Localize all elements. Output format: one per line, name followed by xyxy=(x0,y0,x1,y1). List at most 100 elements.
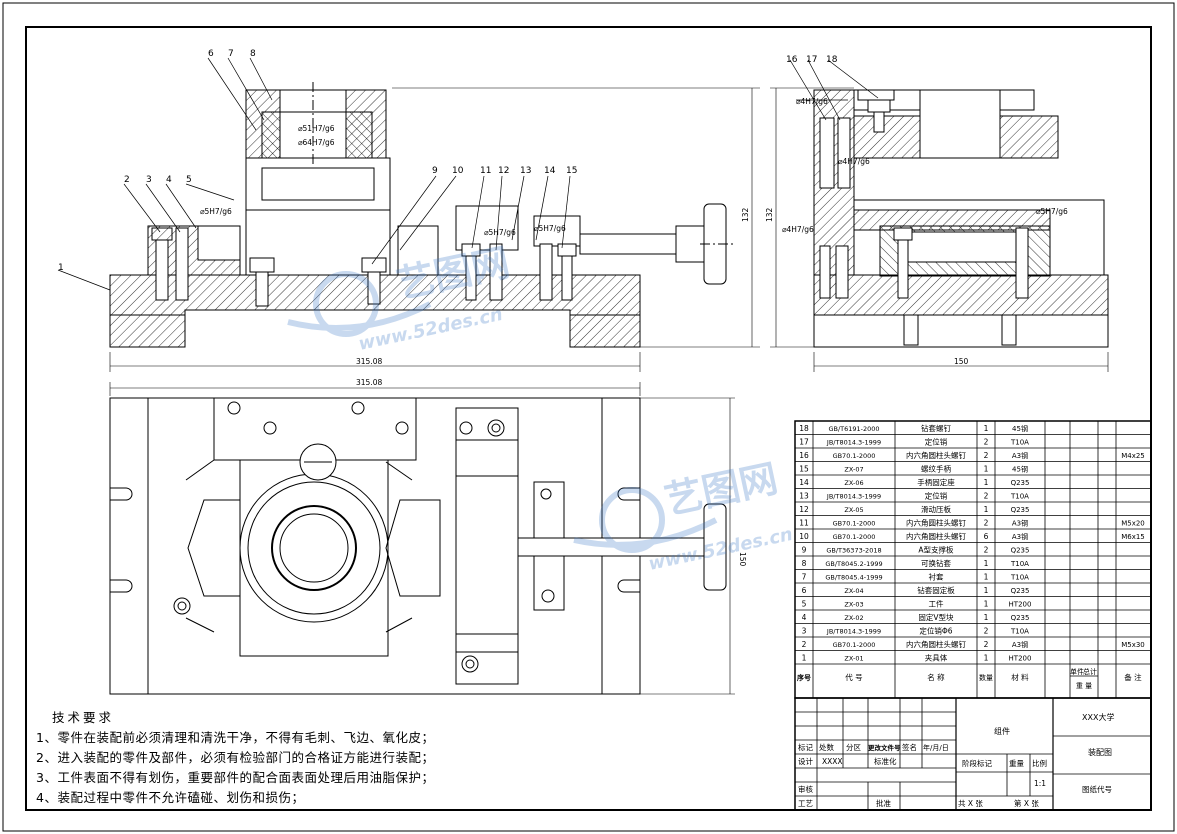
bom-qty: 2 xyxy=(984,627,989,636)
bom-header-no: 序号 xyxy=(796,673,811,682)
bom-name: 定位销 xyxy=(925,491,948,501)
top-view xyxy=(109,382,735,695)
bom-header-weight: 重 量 xyxy=(1076,682,1092,690)
callout-16: 16 xyxy=(786,55,798,65)
tb-designer: XXXX xyxy=(822,757,843,766)
callout-1: 1 xyxy=(58,263,64,273)
bom-code: GB70.1-2000 xyxy=(833,452,876,460)
fit-5b: ⌀5H7/g6 xyxy=(484,228,516,237)
bom-qty: 1 xyxy=(984,559,989,568)
tb-group: 组件 xyxy=(994,726,1010,736)
bom-name: 钻套固定板 xyxy=(917,585,955,595)
bom-material: A3钢 xyxy=(1012,519,1028,528)
dim-side-height: 132 xyxy=(765,207,774,222)
side-view xyxy=(770,59,1109,372)
bom-qty: 1 xyxy=(984,465,989,474)
bom-qty: 2 xyxy=(984,438,989,447)
bom-code: ZX-06 xyxy=(844,479,863,487)
bom-material: Q235 xyxy=(1011,506,1030,514)
bom-no: 4 xyxy=(802,613,807,622)
bom-name: 内六角圆柱头螺钉 xyxy=(906,518,966,528)
technical-requirements: 技术要求 1、零件在装配前必须清理和清洗干净，不得有毛刺、飞边、氧化皮； 2、进… xyxy=(36,708,496,808)
callout-17: 17 xyxy=(806,55,817,65)
tb-sign: 签名 xyxy=(902,742,917,752)
bom-qty: 1 xyxy=(984,505,989,514)
bom-header-note: 备 注 xyxy=(1124,672,1142,682)
bom-table xyxy=(794,420,1152,699)
bom-name: 钻套螺钉 xyxy=(921,423,951,433)
bom-no: 10 xyxy=(799,532,809,541)
bom-no: 5 xyxy=(802,600,807,609)
bom-name: 固定V型块 xyxy=(918,612,954,622)
bom-qty: 1 xyxy=(984,586,989,595)
bom-header-code: 代 号 xyxy=(845,672,862,682)
dim-front-height: 132 xyxy=(741,207,750,222)
bom-qty: 6 xyxy=(984,532,989,541)
bom-material: Q235 xyxy=(1011,479,1030,487)
bom-no: 9 xyxy=(802,546,807,555)
callout-6: 6 xyxy=(208,49,214,59)
callout-9: 9 xyxy=(432,166,438,176)
callout-3: 3 xyxy=(146,175,152,185)
bom-no: 18 xyxy=(799,424,809,433)
bom-name: 内六角圆柱头螺钉 xyxy=(906,531,966,541)
bom-qty: 1 xyxy=(984,478,989,487)
bom-code: ZX-02 xyxy=(844,614,863,622)
callout-7: 7 xyxy=(228,49,234,59)
bom-qty: 2 xyxy=(984,640,989,649)
tb-stage: 阶段标记 xyxy=(962,758,992,768)
front-base xyxy=(109,274,641,348)
bom-material: T10A xyxy=(1010,560,1029,568)
bom-material: 45钢 xyxy=(1012,465,1028,474)
bom-code: GB/T8045.4-1999 xyxy=(825,574,882,582)
fit-4c: ⌀4H7/g6 xyxy=(782,225,814,234)
bom-header-qty: 数量 xyxy=(979,673,993,682)
bom-code: JB/T8014.3-1999 xyxy=(826,439,881,447)
fit-5d: ⌀5H7/g6 xyxy=(1036,207,1068,216)
bom-qty: 2 xyxy=(984,546,989,555)
bom-qty: 1 xyxy=(984,573,989,582)
bom-code: JB/T8014.3-1999 xyxy=(826,628,881,636)
front-sliding-plate xyxy=(455,205,519,251)
watermark-url-1: www.52des.cn xyxy=(357,304,505,355)
bom-material: T10A xyxy=(1010,439,1029,447)
bom-no: 15 xyxy=(799,465,809,474)
bom-no: 8 xyxy=(802,559,807,568)
front-screws xyxy=(151,227,577,307)
dim-front-width: 315.08 xyxy=(356,357,382,366)
callout-13: 13 xyxy=(520,166,531,176)
dim-side-width: 150 xyxy=(954,357,969,366)
bom-material: 45钢 xyxy=(1012,424,1028,433)
bom-code: ZX-04 xyxy=(844,587,863,595)
bom-qty: 1 xyxy=(984,600,989,609)
front-handle-rod xyxy=(579,233,681,255)
bom-qty: 1 xyxy=(984,424,989,433)
bom-name: 手柄固定座 xyxy=(917,477,955,487)
bom-no: 3 xyxy=(802,627,807,636)
callout-5: 5 xyxy=(186,175,192,185)
bom-name: 内六角圆柱头螺钉 xyxy=(906,450,966,460)
top-handle-knob xyxy=(703,503,727,591)
tb-sheets-total: 共 X 张 xyxy=(958,799,983,808)
bom-no: 14 xyxy=(799,478,809,487)
bom-material: Q235 xyxy=(1011,547,1030,555)
bom-note: M5x30 xyxy=(1121,641,1145,649)
bom-name: 可换钻套 xyxy=(921,558,951,568)
bom-name: 螺纹手柄 xyxy=(921,464,951,474)
bom-code: GB70.1-2000 xyxy=(833,533,876,541)
tech-req-title: 技术要求 xyxy=(52,710,115,725)
bom-no: 17 xyxy=(799,438,809,447)
tb-weight: 重量 xyxy=(1009,759,1025,768)
bom-code: GB/T36373-2018 xyxy=(826,547,881,555)
drawing-labels: 1 2 3 4 5 6 7 8 9 10 11 12 13 14 15 16 1… xyxy=(58,49,1068,567)
bom-code: GB/T6191-2000 xyxy=(828,425,879,433)
bom-name: 衬套 xyxy=(929,572,944,582)
inner-border xyxy=(25,26,1152,811)
tech-req-item: 4、装配过程中零件不允许磕碰、划伤和损伤； xyxy=(36,790,305,805)
tb-sheet-no: 第 X 张 xyxy=(1014,798,1039,808)
tb-standard: 标准化 xyxy=(874,756,897,766)
bom-code: GB70.1-2000 xyxy=(833,520,876,528)
